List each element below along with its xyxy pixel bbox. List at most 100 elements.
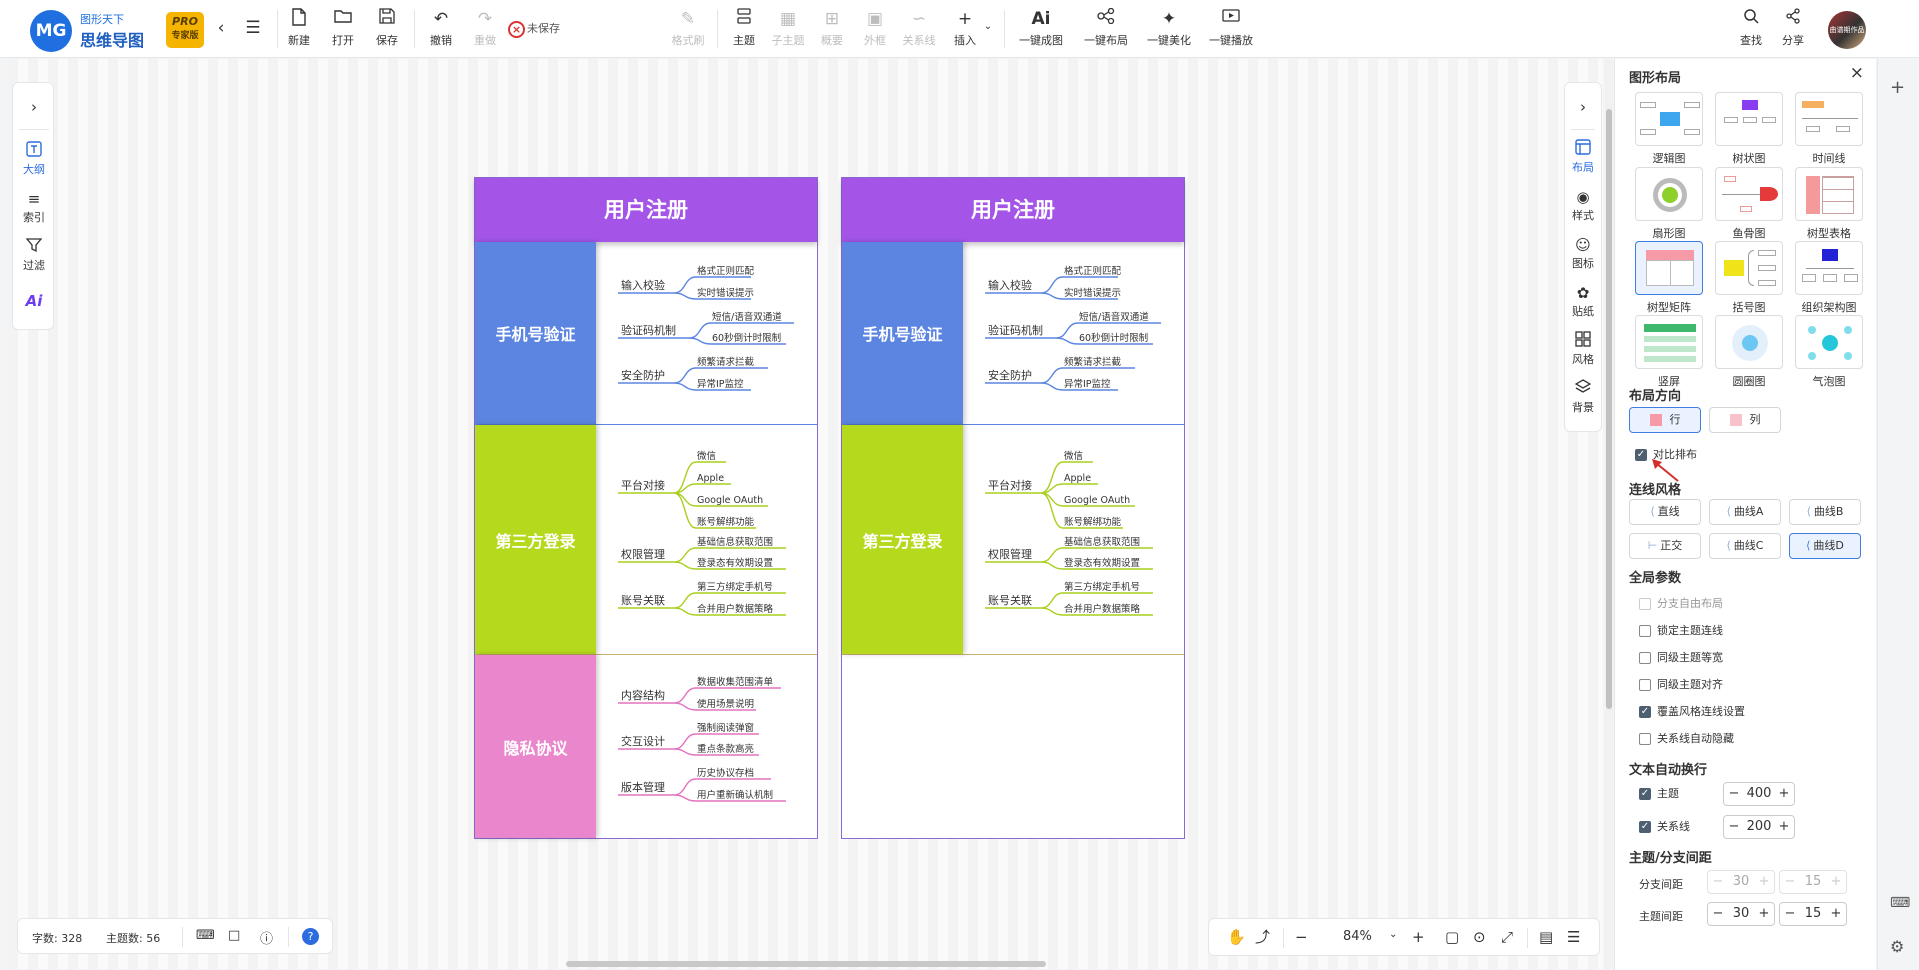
leaf-topic[interactable]: 使用场景说明 bbox=[697, 698, 754, 710]
group-topic[interactable]: 平台对接 bbox=[621, 478, 665, 492]
minimap-icon[interactable]: □ bbox=[228, 928, 241, 943]
leaf-topic[interactable]: 实时错误提示 bbox=[697, 287, 754, 299]
layout-logic[interactable]: 逻辑图 bbox=[1635, 92, 1703, 166]
leaf-topic[interactable]: 数据收集范围清单 bbox=[697, 676, 774, 688]
leaf-topic[interactable]: 频繁请求拦截 bbox=[1064, 356, 1122, 368]
insert-button[interactable]: + 插入 bbox=[950, 8, 980, 52]
minus-icon[interactable]: − bbox=[1784, 906, 1796, 921]
root-topic[interactable]: 用户注册 bbox=[842, 178, 1184, 242]
direction-row-button[interactable]: 行 bbox=[1629, 407, 1701, 433]
search-button[interactable]: 查找 bbox=[1736, 8, 1766, 52]
leaf-topic[interactable]: 基础信息获取范围 bbox=[697, 536, 773, 548]
leaf-topic[interactable]: 60秒倒计时限制 bbox=[1079, 332, 1148, 344]
ai-assistant-button[interactable]: Ai bbox=[13, 291, 55, 311]
menu-button[interactable]: ☰ bbox=[240, 17, 266, 61]
leaf-topic[interactable]: Google OAuth bbox=[697, 495, 763, 506]
auto-layout-button[interactable]: 一键布局 bbox=[1080, 7, 1132, 52]
leaf-topic[interactable]: 登录态有效期设置 bbox=[697, 557, 773, 569]
leaf-topic[interactable]: 用户重新确认机制 bbox=[697, 789, 773, 801]
add-panel-icon[interactable]: + bbox=[1890, 77, 1906, 98]
line-curve-c-button[interactable]: ⟨曲线C bbox=[1709, 533, 1781, 559]
group-topic[interactable]: 安全防护 bbox=[621, 368, 665, 382]
leaf-topic[interactable]: 账号解绑功能 bbox=[1064, 516, 1122, 528]
leaf-topic[interactable]: 微信 bbox=[697, 450, 716, 462]
plus-icon[interactable]: + bbox=[1778, 786, 1790, 801]
avatar[interactable]: 曲谱期作品 bbox=[1828, 11, 1866, 49]
group-topic[interactable]: 权限管理 bbox=[621, 547, 665, 561]
topic-spacing-stepper-b[interactable]: −15 + bbox=[1779, 902, 1847, 926]
mindmap-matrix-left[interactable]: 用户注册 手机号验证 输入校验 格式正则匹配 实时错误提示 验证码机制 短信/语… bbox=[474, 177, 818, 839]
boundary-button[interactable]: ▣ 外框 bbox=[860, 8, 890, 52]
feedback-icon[interactable]: ⌨ bbox=[1890, 895, 1911, 911]
layout-org-chart[interactable]: 组织架构图 bbox=[1795, 241, 1863, 315]
horizontal-scrollbar[interactable] bbox=[566, 961, 1046, 967]
map-icon[interactable]: ▤ bbox=[1539, 928, 1554, 946]
expand-panel-button[interactable]: › bbox=[13, 97, 55, 117]
leaf-topic[interactable]: 实时错误提示 bbox=[1064, 287, 1121, 299]
index-button[interactable]: ≡ 索引 bbox=[13, 189, 55, 225]
branch-spacing-stepper-b[interactable]: −15+ bbox=[1779, 870, 1847, 894]
stepper-value[interactable]: 400 bbox=[1746, 786, 1772, 801]
minus-icon[interactable]: − bbox=[1712, 874, 1724, 889]
background-tab[interactable]: 背景 bbox=[1565, 379, 1601, 415]
equal-width-checkbox[interactable]: 同级主题等宽 bbox=[1639, 651, 1723, 665]
zoom-in-icon[interactable]: + bbox=[1412, 928, 1425, 946]
new-button[interactable]: 新建 bbox=[284, 8, 314, 52]
info-icon[interactable]: ⓘ bbox=[260, 932, 274, 947]
plus-icon[interactable]: + bbox=[1830, 906, 1842, 921]
align-siblings-checkbox[interactable]: 同级主题对齐 bbox=[1639, 678, 1723, 692]
group-topic[interactable]: 验证码机制 bbox=[621, 323, 676, 337]
layout-fan[interactable]: 扇形图 bbox=[1635, 167, 1703, 241]
contrast-layout-checkbox[interactable]: ✓对比排布 bbox=[1635, 448, 1697, 462]
group-topic[interactable]: 账号关联 bbox=[988, 593, 1032, 607]
undo-button[interactable]: ↶ 撤销 bbox=[426, 8, 456, 52]
icon-tab[interactable]: ☺ 图标 bbox=[1565, 235, 1601, 271]
root-topic[interactable]: 用户注册 bbox=[475, 178, 817, 242]
line-curve-b-button[interactable]: ⟨曲线B bbox=[1789, 499, 1861, 525]
outline-button[interactable]: 大纲 bbox=[13, 141, 55, 177]
layout-bracket[interactable]: 括号图 bbox=[1715, 241, 1783, 315]
format-brush-button[interactable]: ✎ 格式刷 bbox=[670, 8, 706, 52]
leaf-topic[interactable]: Google OAuth bbox=[1064, 495, 1130, 506]
layout-timeline[interactable]: 时间线 bbox=[1795, 92, 1863, 166]
theme-tab[interactable]: 风格 bbox=[1565, 331, 1601, 367]
share-button[interactable]: 分享 bbox=[1778, 8, 1808, 52]
layout-tree-table[interactable]: 树型表格 bbox=[1795, 167, 1863, 241]
minus-icon[interactable]: − bbox=[1784, 874, 1796, 889]
stepper-value[interactable]: 30 bbox=[1732, 874, 1750, 889]
leaf-topic[interactable]: Apple bbox=[1064, 473, 1091, 484]
branch-spacing-stepper-a[interactable]: −30+ bbox=[1707, 870, 1775, 894]
subtopic-button[interactable]: ▦ 子主题 bbox=[769, 8, 807, 52]
leaf-topic[interactable]: 合并用户数据策略 bbox=[1064, 603, 1141, 615]
center-icon[interactable]: ⊙ bbox=[1473, 928, 1486, 946]
summary-button[interactable]: ⊞ 概要 bbox=[817, 8, 847, 52]
group-topic[interactable]: 版本管理 bbox=[621, 780, 665, 794]
line-orthogonal-button[interactable]: ⊢正交 bbox=[1629, 533, 1701, 559]
direction-column-button[interactable]: 列 bbox=[1709, 407, 1781, 433]
redo-button[interactable]: ↷ 重做 bbox=[470, 8, 500, 52]
minus-icon[interactable]: − bbox=[1728, 786, 1740, 801]
group-topic[interactable]: 平台对接 bbox=[988, 478, 1032, 492]
section-label[interactable]: 手机号验证 bbox=[842, 242, 963, 424]
plus-icon[interactable]: + bbox=[1778, 819, 1790, 834]
vertical-scroll-thumb[interactable] bbox=[1606, 109, 1612, 709]
leaf-topic[interactable]: 登录态有效期设置 bbox=[1064, 557, 1140, 569]
plus-icon[interactable]: + bbox=[1830, 874, 1842, 889]
leaf-topic[interactable]: 格式正则匹配 bbox=[1064, 265, 1122, 277]
group-topic[interactable]: 验证码机制 bbox=[988, 323, 1043, 337]
leaf-topic[interactable]: 历史协议存档 bbox=[697, 767, 754, 779]
layers-icon[interactable]: ☰ bbox=[1567, 928, 1581, 946]
settings-gear-icon[interactable]: ⚙ bbox=[1890, 937, 1905, 956]
line-curve-d-button[interactable]: ⟨曲线D bbox=[1789, 533, 1861, 559]
leaf-topic[interactable]: Apple bbox=[697, 473, 724, 484]
beautify-button[interactable]: ✦ 一键美化 bbox=[1143, 8, 1195, 52]
help-icon[interactable]: ? bbox=[302, 928, 319, 945]
play-button[interactable]: 一键播放 bbox=[1205, 8, 1257, 52]
vertical-scrollbar[interactable] bbox=[1605, 59, 1613, 969]
leaf-topic[interactable]: 短信/语音双通道 bbox=[712, 311, 782, 323]
leaf-topic[interactable]: 合并用户数据策略 bbox=[697, 603, 774, 615]
layout-tree[interactable]: 树状图 bbox=[1715, 92, 1783, 166]
keyboard-icon[interactable]: ⌨ bbox=[196, 928, 215, 943]
stepper-value[interactable]: 15 bbox=[1804, 906, 1822, 921]
minus-icon[interactable]: − bbox=[1712, 906, 1724, 921]
